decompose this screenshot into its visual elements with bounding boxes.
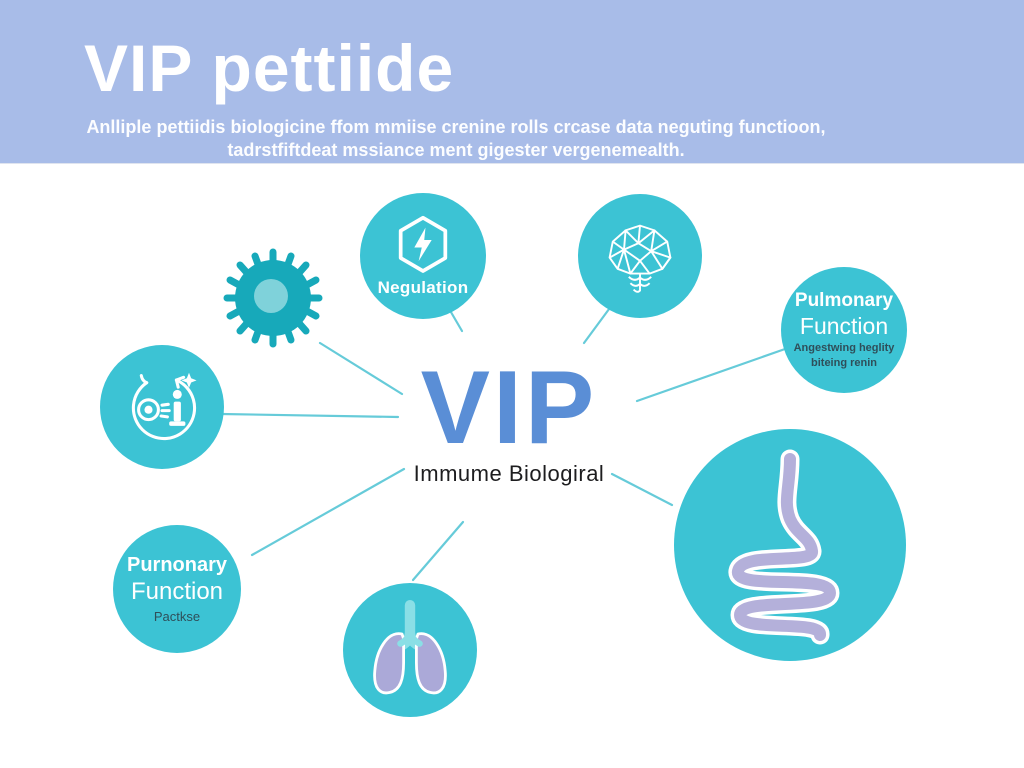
spiky-cell-node: [213, 238, 333, 358]
connector-line-cell: [318, 341, 404, 396]
node-immune-cycle: [100, 345, 224, 469]
central-vip-subtitle: Immume Biologiral: [413, 461, 605, 486]
circular-arrow-cell-icon: [131, 372, 197, 441]
connector-line-intestine: [610, 472, 674, 507]
node-pulmonary-left-line1: Purnonary: [126, 554, 228, 576]
page-subtitle: Anlliple pettiidis biologicine ffom mmii…: [0, 116, 912, 162]
node-brain: [578, 194, 702, 318]
header-band: VIP pettiide Anlliple pettiidis biologic…: [0, 0, 1024, 164]
lungs-icon: [373, 600, 447, 695]
hexagon-bolt-icon: [398, 215, 448, 273]
node-regulation: Negulation: [360, 193, 486, 319]
page-subtitle-line2: tadrstfiftdeat mssiance ment gigester ve…: [227, 140, 685, 160]
node-pulmonary-right-line4: biteing renin: [811, 357, 877, 369]
node-regulation-label: Negulation: [377, 278, 469, 297]
node-pulmonary-right-line2: Function: [799, 313, 889, 339]
node-intestine: [674, 429, 906, 661]
page-title: VIP pettiide: [84, 31, 455, 105]
connector-line-brain: [582, 303, 614, 345]
node-pulmonary-right-line3: Angestwing heglity: [793, 342, 895, 354]
spiky-cell-icon: [223, 248, 323, 348]
node-pulmonary-function-right: Pulmonary Function Angestwing heglity bi…: [781, 267, 907, 393]
page-subtitle-line1: Anlliple pettiidis biologicine ffom mmii…: [86, 117, 826, 137]
central-vip-title: VIP: [420, 350, 598, 466]
geometric-brain-icon: [608, 224, 672, 293]
connector-line-pulmonary-right: [635, 347, 787, 403]
connector-line-pulmonary-left: [250, 467, 406, 557]
node-pulmonary-left-line2: Function: [130, 578, 224, 605]
node-lungs: [343, 583, 477, 717]
node-pulmonary-left-line3: Pactkse: [153, 609, 201, 624]
node-pulmonary-function-left: Purnonary Function Pactkse: [113, 525, 241, 653]
connector-line-immune-cycle: [219, 412, 400, 419]
connector-line-lungs: [411, 520, 465, 582]
node-pulmonary-right-line1: Pulmonary: [794, 290, 894, 311]
intestine-icon: [728, 449, 840, 645]
